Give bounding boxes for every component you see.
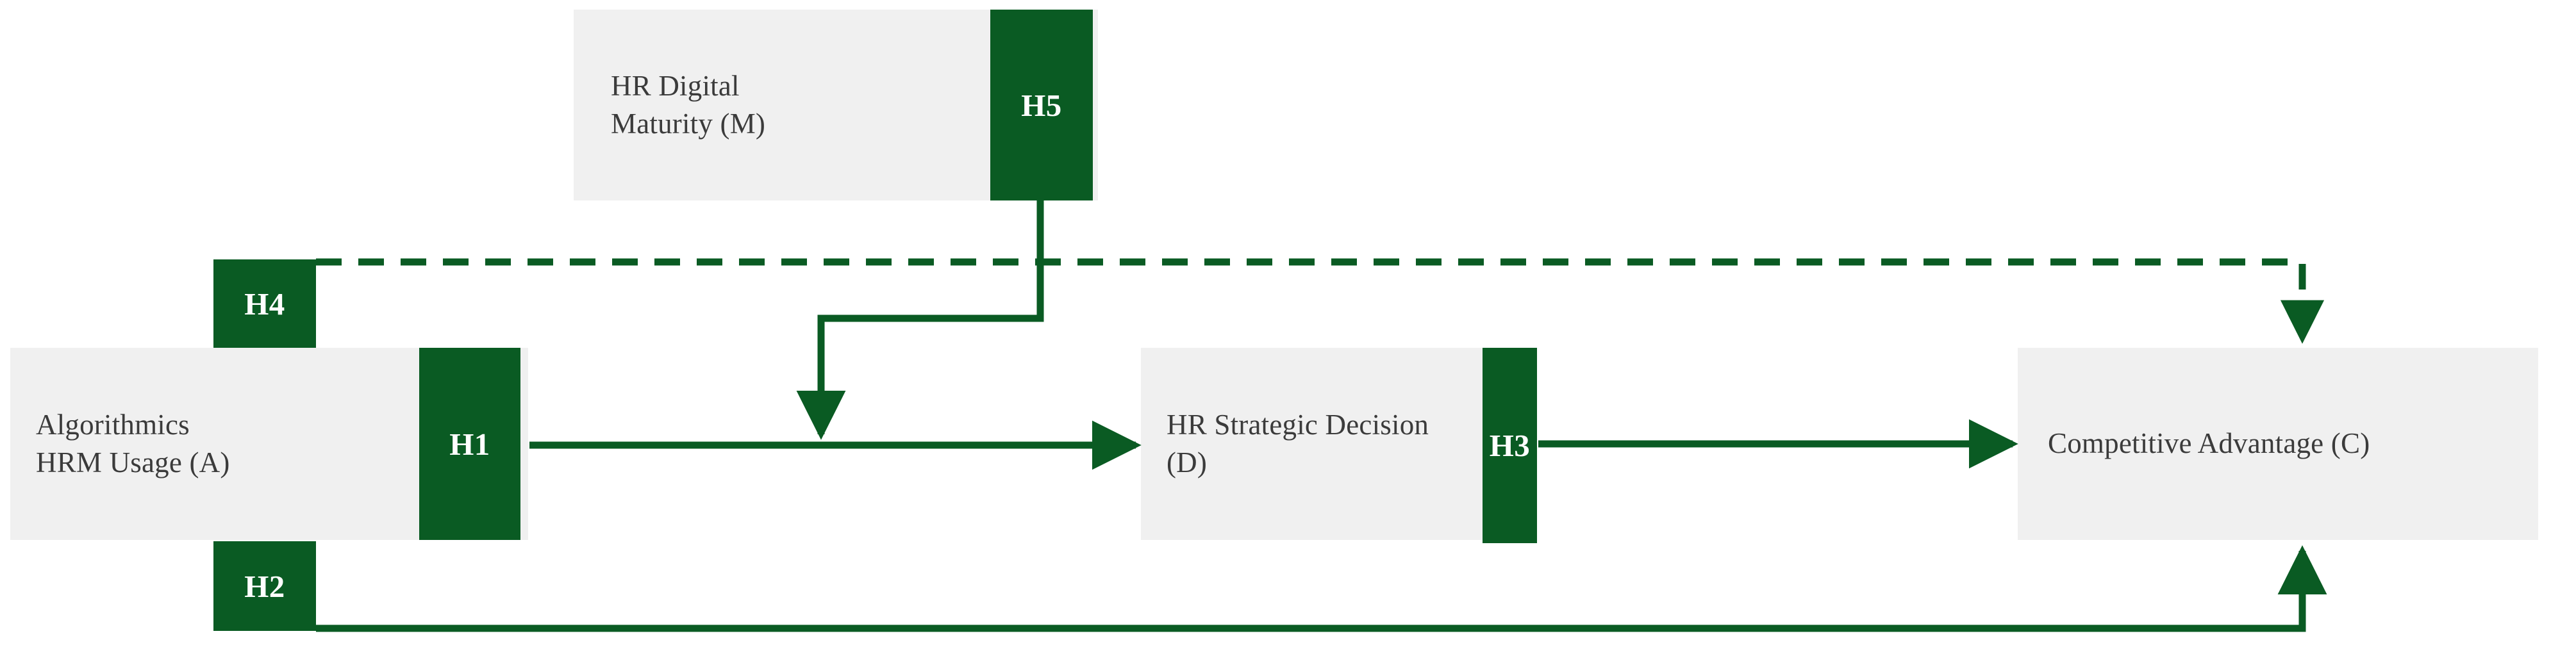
construct-label-hr-digital-maturity: HR Digital Maturity (M) [611, 69, 766, 140]
hypothesis-label-h2: H2 [244, 568, 285, 604]
construct-label-hr-strategic-decision: HR Strategic Decision (D) [1167, 408, 1429, 478]
construct-box-hr-strategic-decision[interactable]: HR Strategic Decision (D) [1141, 348, 1537, 540]
hypothesis-label-h3: H3 [1489, 428, 1531, 463]
construct-label-algorithmics-hrm-usage: Algorithmics HRM Usage (A) [36, 408, 230, 478]
hypothesis-tag-h4[interactable]: H4 [213, 259, 316, 348]
connector-h2-a-to-c [316, 545, 2327, 632]
hypothesis-tag-h1[interactable]: H1 [419, 348, 520, 540]
hypothesis-tag-h5[interactable]: H5 [990, 10, 1093, 200]
construct-label-competitive-advantage: Competitive Advantage (C) [2048, 427, 2370, 460]
hypothesis-label-h5: H5 [1021, 87, 1062, 123]
connector-h5-m-moderator [796, 200, 1044, 440]
construct-box-competitive-advantage[interactable]: Competitive Advantage (C) [2018, 348, 2538, 540]
hypothesis-label-h1: H1 [449, 426, 490, 462]
connector-h4-a-to-c-dashed [316, 258, 2325, 344]
hypothesis-tag-h3[interactable]: H3 [1483, 348, 1537, 543]
hypothesis-tag-h2[interactable]: H2 [213, 541, 316, 631]
hypothesis-label-h4: H4 [244, 286, 285, 322]
